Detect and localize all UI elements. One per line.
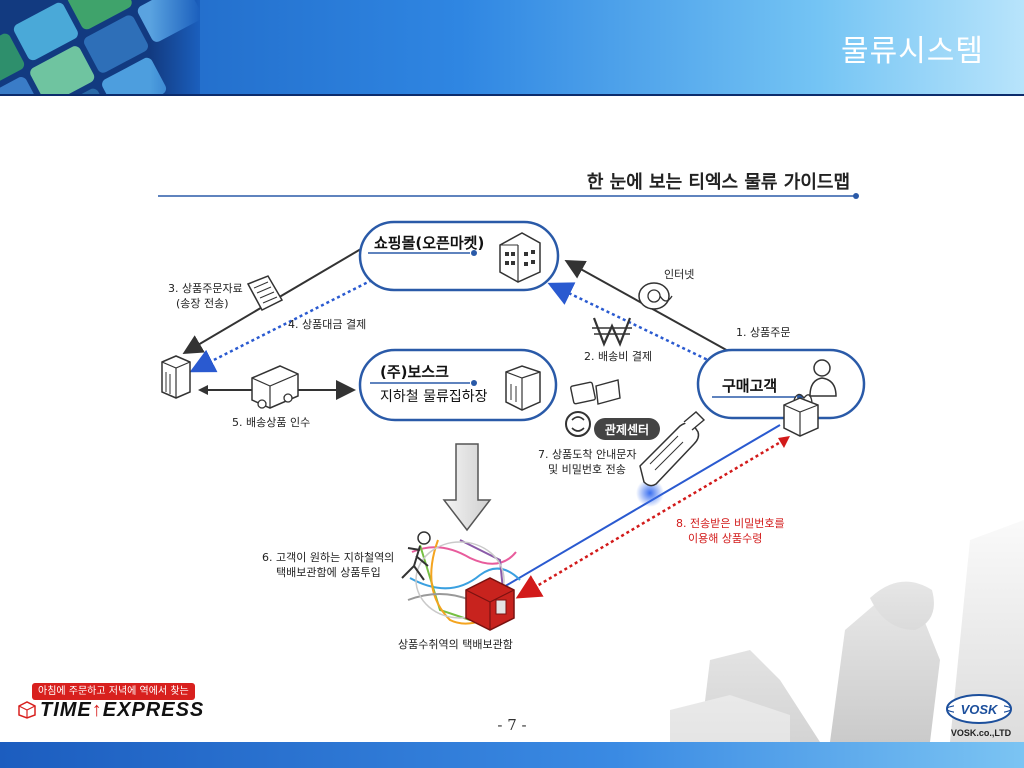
step7-label-line1: 7. 상품도착 안내문자 [538, 448, 636, 461]
vosk-warehouse-label: 지하철 물류집하장 [380, 389, 488, 405]
slide-header: 물류시스템 [0, 0, 1024, 96]
customer-node: 구매고객 [696, 348, 866, 437]
internet-at-icon [638, 282, 673, 310]
shopping-mall-node: 쇼핑몰(오픈마켓) [358, 220, 560, 292]
vosk-logo-text: VOSK [961, 702, 999, 717]
keyboard-keys-image [0, 0, 200, 96]
step6-label-line2: 택배보관함에 상품투입 [276, 566, 381, 579]
won-currency-icon [592, 317, 632, 347]
step4-label: 4. 상품대금 결제 [288, 318, 366, 331]
runner-icon [401, 531, 431, 581]
logo-word-time: TIME [40, 699, 92, 721]
locker-label: 상품수취역의 택배보관함 [398, 638, 513, 651]
step8-label-line2: 이용해 상품수령 [688, 531, 762, 545]
pickup-arrow-head [778, 436, 790, 448]
heading-rule-dot [853, 193, 859, 199]
step5-label: 5. 배송상품 인수 [232, 416, 310, 429]
vosk-logo-mark: VOSK [946, 694, 1012, 724]
logo-tagline: 아침에 주문하고 저녁에 역에서 찾는 [32, 683, 195, 700]
payment-line [189, 270, 389, 373]
customer-label: 구매고객 [722, 377, 777, 395]
logo-arrow: ↑ [91, 699, 103, 721]
background-photo [670, 480, 1024, 742]
time-express-logo: 아침에 주문하고 저녁에 역에서 찾는 TIME↑EXPRESS [18, 683, 258, 723]
box-logo-icon [18, 701, 36, 719]
step2-label: 2. 배송비 결제 [584, 350, 652, 363]
vosk-brand: VOSK VOSK.co.,LTD [936, 694, 1020, 744]
customer-to-locker-line [501, 424, 781, 589]
handover-back-arrow [198, 385, 208, 395]
step3-label-line1: 3. 상품주문자료 [168, 282, 243, 295]
control-center-icon [565, 379, 621, 437]
warehouse-icon [505, 365, 541, 411]
diagram-heading: 한 눈에 보는 티엑스 물류 가이드맵 [587, 172, 850, 193]
control-center-badge [594, 418, 660, 440]
step8-label-line1: 8. 전송받은 비밀번호를 [676, 517, 785, 530]
vosk-node: (주)보스크 지하철 물류집하장 [358, 348, 558, 422]
page-number: - 7 - [497, 716, 527, 734]
logo-wordmark: TIME↑EXPRESS [40, 699, 204, 722]
logo-word-express: EXPRESS [102, 699, 205, 721]
parcel-locker-icon [465, 577, 515, 631]
down-arrow-icon [442, 443, 492, 532]
vosk-caption: VOSK.co.,LTD [950, 728, 1012, 738]
step7-label-line2: 및 비밀번호 전송 [548, 463, 626, 476]
parcel-box-icon [161, 355, 191, 399]
building-icon [499, 232, 541, 283]
footer-bar [0, 742, 1024, 768]
internet-label: 인터넷 [664, 268, 694, 281]
slide-title: 물류시스템 [841, 34, 984, 69]
signal-glow [636, 479, 664, 507]
step6-label-line1: 6. 고객이 원하는 지하철역의 [262, 550, 394, 564]
header-divider [0, 94, 1024, 96]
mobile-phone-icon [639, 411, 706, 487]
person-icon [809, 359, 837, 397]
control-center-label: 관제센터 [605, 422, 649, 437]
shopping-mall-label: 쇼핑몰(오픈마켓) [374, 234, 484, 252]
vosk-company-label: (주)보스크 [380, 363, 449, 381]
invoice-document-icon [246, 275, 284, 311]
gift-box-icon [783, 393, 819, 437]
step1-label: 1. 상품주문 [736, 326, 790, 339]
step3-label-line2: (송장 전송) [176, 297, 229, 310]
delivery-truck-icon [251, 365, 299, 409]
